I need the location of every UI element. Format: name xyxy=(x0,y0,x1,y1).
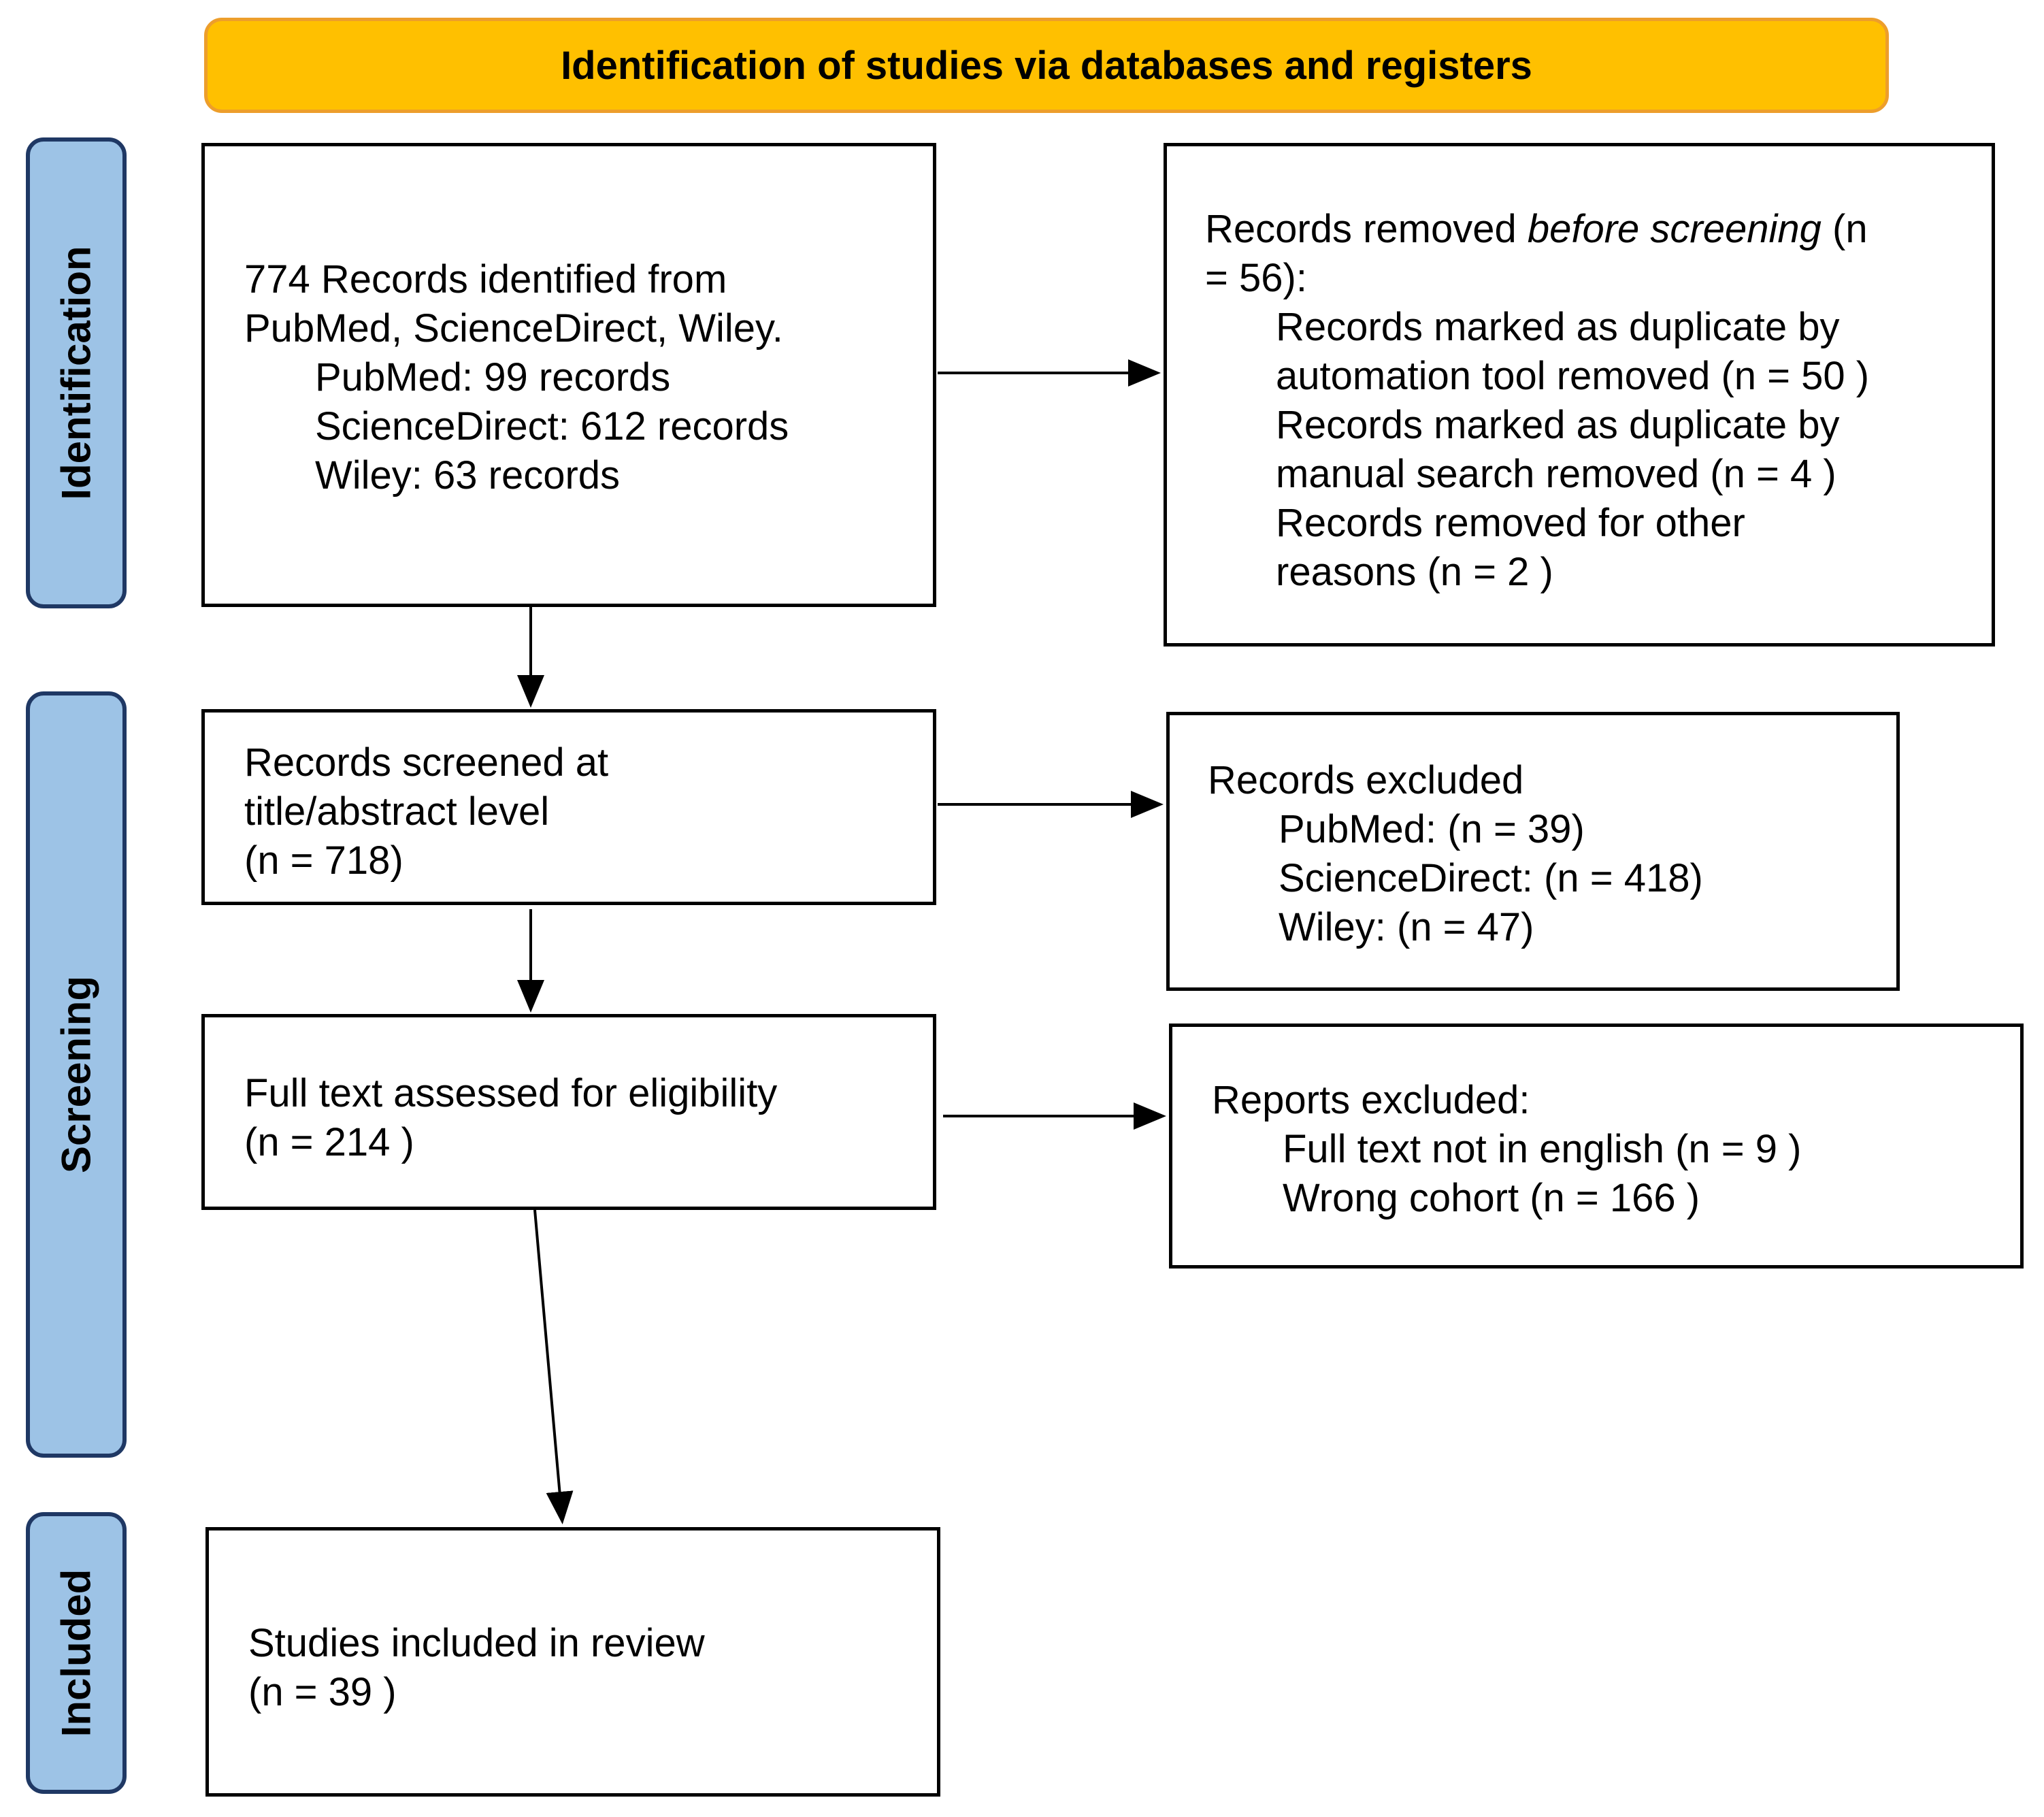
removed-heading-prefix: Records removed xyxy=(1205,207,1528,251)
records-removed-box: Records removed before screening (n = 56… xyxy=(1164,143,1995,646)
studies-included-box: Studies included in review (n = 39 ) xyxy=(205,1527,940,1797)
identified-sciencedirect: ScienceDirect: 612 records xyxy=(315,404,789,448)
removed-heading-emphasis: before screening xyxy=(1527,207,1822,251)
screened-line-3: (n = 718) xyxy=(244,838,403,883)
reports-excluded-box: Reports excluded: Full text not in engli… xyxy=(1169,1024,2024,1268)
records-excluded-box: Records excluded PubMed: (n = 39) Scienc… xyxy=(1166,712,1900,991)
removed-automation-a: Records marked as duplicate by xyxy=(1276,305,1840,349)
included-line-2: (n = 39 ) xyxy=(248,1670,397,1714)
removed-automation-b: automation tool removed (n = 50 ) xyxy=(1276,354,1870,398)
reports-excluded-cohort: Wrong cohort (n = 166 ) xyxy=(1283,1176,1700,1220)
fulltext-line-2: (n = 214 ) xyxy=(244,1120,414,1164)
removed-count: = 56): xyxy=(1205,256,1307,300)
excluded-pubmed: PubMed: (n = 39) xyxy=(1279,807,1585,851)
removed-heading: Records removed before screening (n xyxy=(1205,205,1992,254)
records-screened-box: Records screened at title/abstract level… xyxy=(201,709,936,905)
identified-wiley: Wiley: 63 records xyxy=(315,453,621,497)
removed-manual-a: Records marked as duplicate by xyxy=(1276,403,1840,447)
fulltext-line-1: Full text assessed for eligibility xyxy=(244,1071,778,1115)
excluded-title: Records excluded xyxy=(1208,758,1524,802)
screened-line-1: Records screened at xyxy=(244,740,609,785)
excluded-sciencedirect: ScienceDirect: (n = 418) xyxy=(1279,856,1703,900)
header-title: Identification of studies via databases … xyxy=(561,43,1532,88)
reports-excluded-english: Full text not in english (n = 9 ) xyxy=(1283,1127,1802,1171)
excluded-wiley: Wiley: (n = 47) xyxy=(1279,905,1534,949)
identified-line-2: PubMed, ScienceDirect, Wiley. xyxy=(244,306,783,350)
arrow-fulltext-to-included xyxy=(533,1209,574,1524)
removed-other-a: Records removed for other xyxy=(1276,501,1745,545)
screened-line-2: title/abstract level xyxy=(244,789,550,834)
phase-tab-screening: Screening xyxy=(26,691,127,1458)
phase-tab-identification: Identification xyxy=(26,137,127,608)
identified-pubmed: PubMed: 99 records xyxy=(315,355,671,399)
included-line-1: Studies included in review xyxy=(248,1621,705,1665)
removed-other-b: reasons (n = 2 ) xyxy=(1276,550,1553,594)
phase-tab-included: Included xyxy=(26,1512,127,1794)
identified-line-1: 774 Records identified from xyxy=(244,257,727,301)
reports-excluded-title: Reports excluded: xyxy=(1212,1078,1530,1122)
removed-heading-suffix: (n xyxy=(1821,207,1868,251)
records-identified-box: 774 Records identified from PubMed, Scie… xyxy=(201,143,936,607)
fulltext-assessed-box: Full text assessed for eligibility (n = … xyxy=(201,1014,936,1210)
removed-manual-b: manual search removed (n = 4 ) xyxy=(1276,452,1836,496)
diagram-header: Identification of studies via databases … xyxy=(204,18,1889,113)
